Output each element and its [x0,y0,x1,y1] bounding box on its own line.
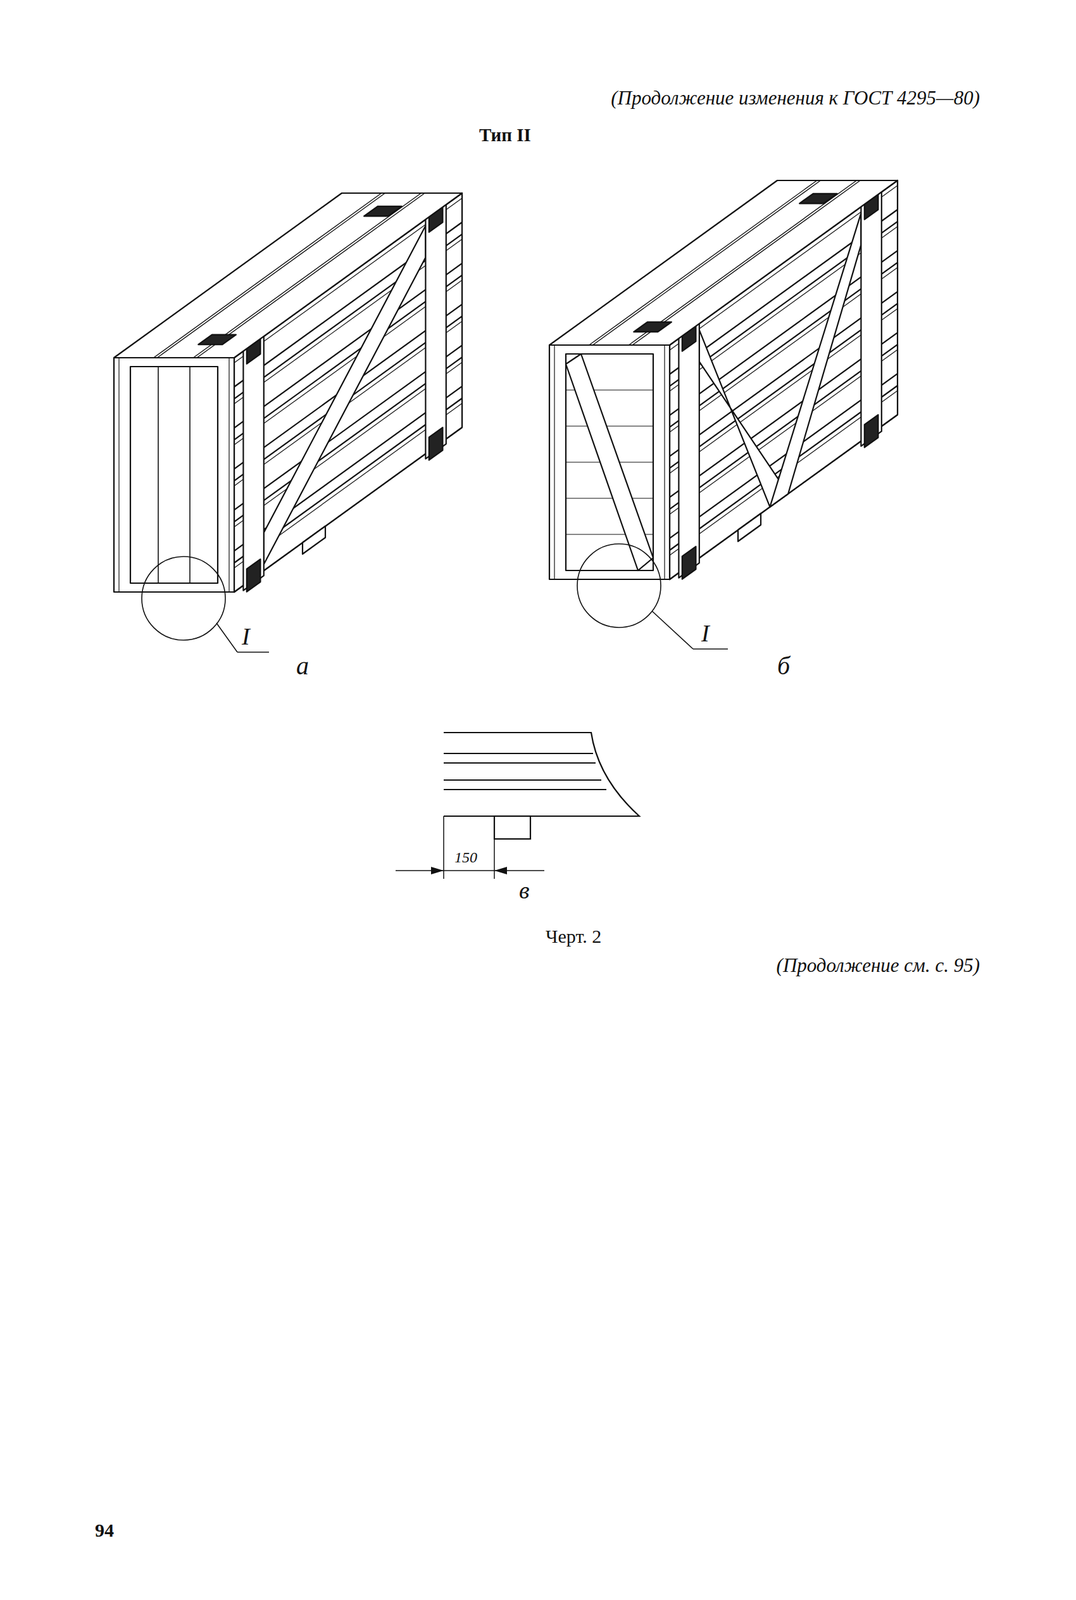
dimension-value: 150 [454,848,478,866]
type-heading: Тип II [479,125,532,146]
callout-number: I [701,620,710,647]
view-letter: б [777,651,790,680]
callout-number: I [241,623,251,651]
figure-caption: Черт. 2 [545,925,602,947]
continuation-note: (Продолжение см. с. 95) [776,954,980,976]
view-letter: а [296,651,309,680]
header-note: (Продолжение изменения к ГОСТ 4295—80) [610,87,980,109]
page-number: 94 [94,1519,114,1540]
view-letter: в [519,877,530,904]
